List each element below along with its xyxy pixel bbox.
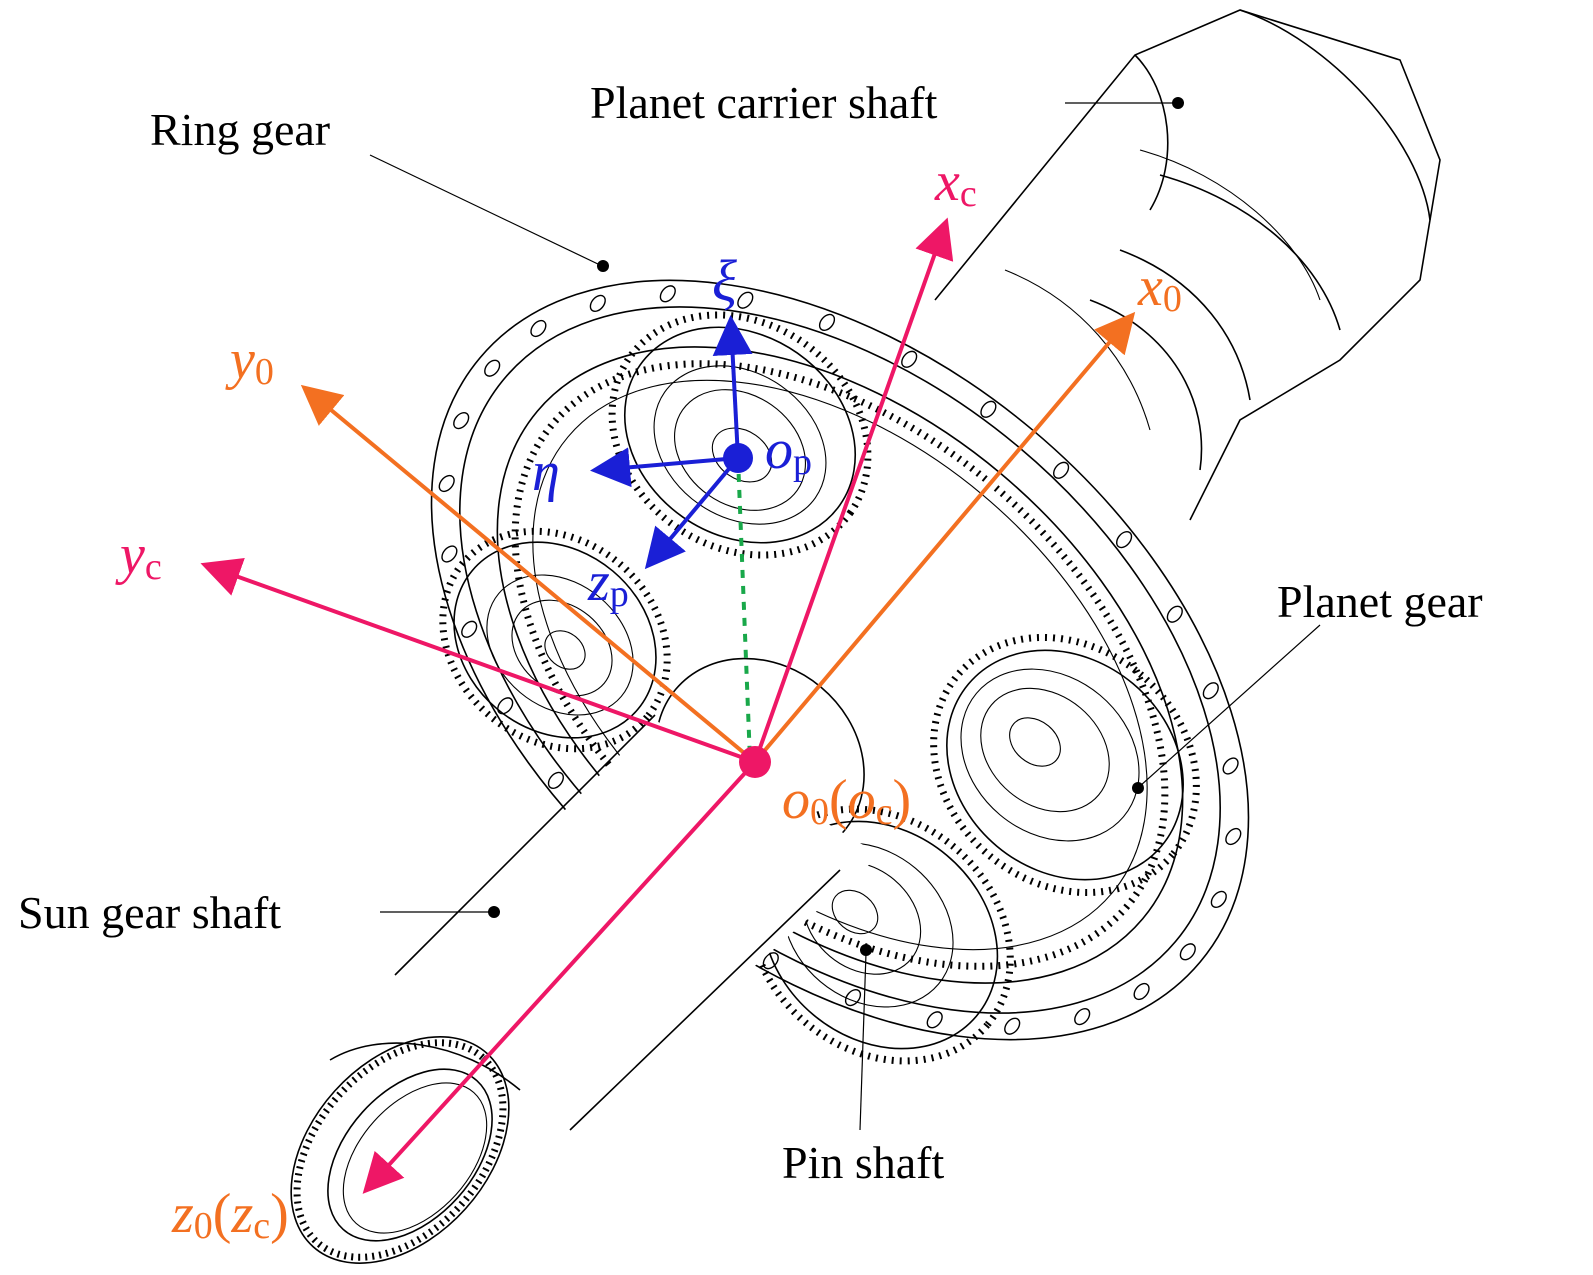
bolt-hole [1004,1017,1021,1035]
bolt-hole [1133,982,1150,1001]
z0-axis-arrow [362,760,757,1194]
axis-labels: xc x0 y0 yc ξ η zp op o0(oc) z0(zc) [115,151,1182,1247]
coordinate-axes [200,217,1136,1194]
xi-axis-arrow [712,315,753,459]
sun-gear-shaft-dot [488,906,500,918]
yc-axis-arrow [200,557,756,764]
zp-axis-arrow [644,456,740,570]
label-z0: z0(zc) [171,1183,289,1247]
label-planet-gear: Planet gear [1277,576,1483,627]
planet-gear-top [608,311,872,559]
construction-line [736,457,752,761]
bolt-hole [762,952,779,970]
label-y0: y0 [225,329,274,393]
x0-axis-arrow [753,311,1136,764]
leader-lines [369,97,1321,1131]
label-sun-gear-shaft: Sun gear shaft [18,887,281,938]
bolt-hole [980,400,997,418]
bolt-hole [1202,682,1219,700]
planet-origin-point [723,443,753,473]
label-zp: zp [587,551,629,615]
label-pin-shaft: Pin shaft [782,1137,945,1188]
ring-gear-dot [597,260,609,272]
bolt-hole [1116,531,1133,549]
bolt-hole [1225,827,1242,846]
bolt-hole [438,474,455,493]
bolt-hole [1074,1008,1091,1026]
planet-carrier-shaft-dot [1172,97,1184,109]
bolt-hole [589,294,606,312]
bolt-hole [497,697,514,715]
pin-shaft-dot [860,944,872,956]
label-x0: x0 [1137,256,1182,320]
origin-point [739,746,771,778]
planet-gear-left [439,527,671,753]
bolt-hole [1179,943,1196,961]
y0-axis-arrow [300,384,757,764]
bolt-hole [441,545,458,563]
label-xi: ξ [712,248,737,313]
bolt-hole [659,285,676,303]
part-labels: Planet carrier shaft Ring gear Planet ge… [18,77,1483,1188]
label-yc: yc [115,524,162,588]
bolt-hole [547,771,564,789]
bolt-hole [818,313,836,331]
bolt-hole [844,989,862,1007]
eta-axis-arrow [590,447,739,488]
bolt-hole [1210,890,1227,908]
bolt-hole [1166,605,1183,623]
bolt-hole [453,412,470,430]
bolt-hole [737,291,754,309]
planet-carrier-shaft [934,9,1441,521]
bolt-hole [1222,757,1239,775]
label-eta: η [532,441,560,503]
planet-gear-dot [1132,782,1144,794]
label-xc: xc [934,151,977,215]
bolt-hole [461,620,478,638]
bolt-hole [1053,461,1070,479]
bolt-hole [901,350,918,368]
label-ring-gear: Ring gear [150,104,330,155]
planet-gear-right [930,633,1200,897]
bolt-hole [926,1011,943,1029]
label-planet-carrier-shaft: Planet carrier shaft [590,77,938,128]
label-op: op [765,419,812,483]
xc-axis-arrow [753,217,954,763]
bolt-hole [484,359,501,377]
label-origin: o0(oc) [782,769,911,833]
bolt-hole [530,319,547,338]
bolt-holes [438,285,1242,1035]
